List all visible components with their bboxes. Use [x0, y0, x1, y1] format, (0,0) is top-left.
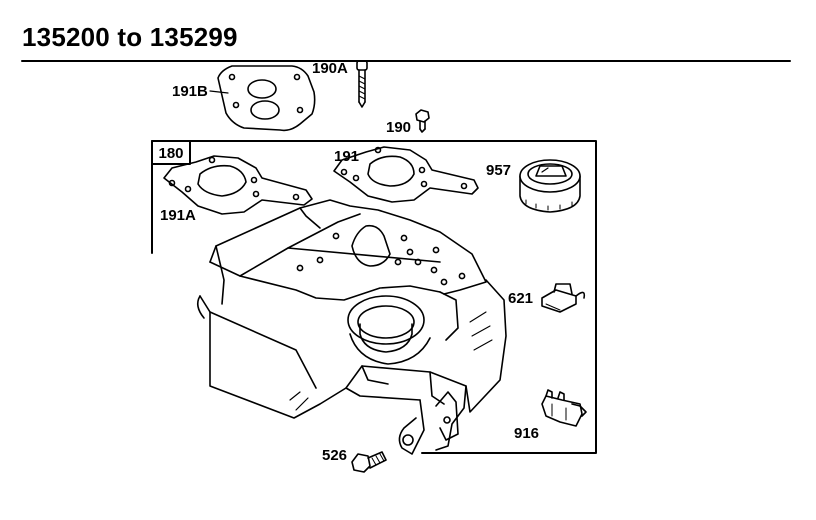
- label-190a: 190A: [312, 60, 348, 77]
- kit-number-box: [151, 140, 191, 165]
- gasket-191: [333, 146, 479, 203]
- kit-bracket: [151, 140, 597, 454]
- screw-190a: [356, 60, 368, 108]
- clip-621: [541, 283, 586, 313]
- fuel-cap-957: [519, 159, 581, 213]
- label-180: 180: [158, 145, 183, 162]
- label-957: 957: [486, 162, 511, 179]
- label-190: 190: [386, 119, 411, 136]
- bracket-916: [541, 389, 587, 427]
- label-621: 621: [508, 290, 533, 307]
- screw-526: [351, 451, 387, 473]
- fuel-tank: [196, 199, 507, 455]
- label-916: 916: [514, 425, 539, 442]
- label-191a: 191A: [160, 207, 196, 224]
- label-526: 526: [322, 447, 347, 464]
- label-191b: 191B: [172, 83, 208, 100]
- screw-190: [415, 109, 430, 133]
- diagram-title: 135200 to 135299: [22, 22, 238, 52]
- leader-191b: [209, 90, 229, 94]
- label-191: 191: [334, 148, 359, 165]
- gasket-191a: [163, 155, 313, 215]
- gasket-191b: [217, 65, 316, 132]
